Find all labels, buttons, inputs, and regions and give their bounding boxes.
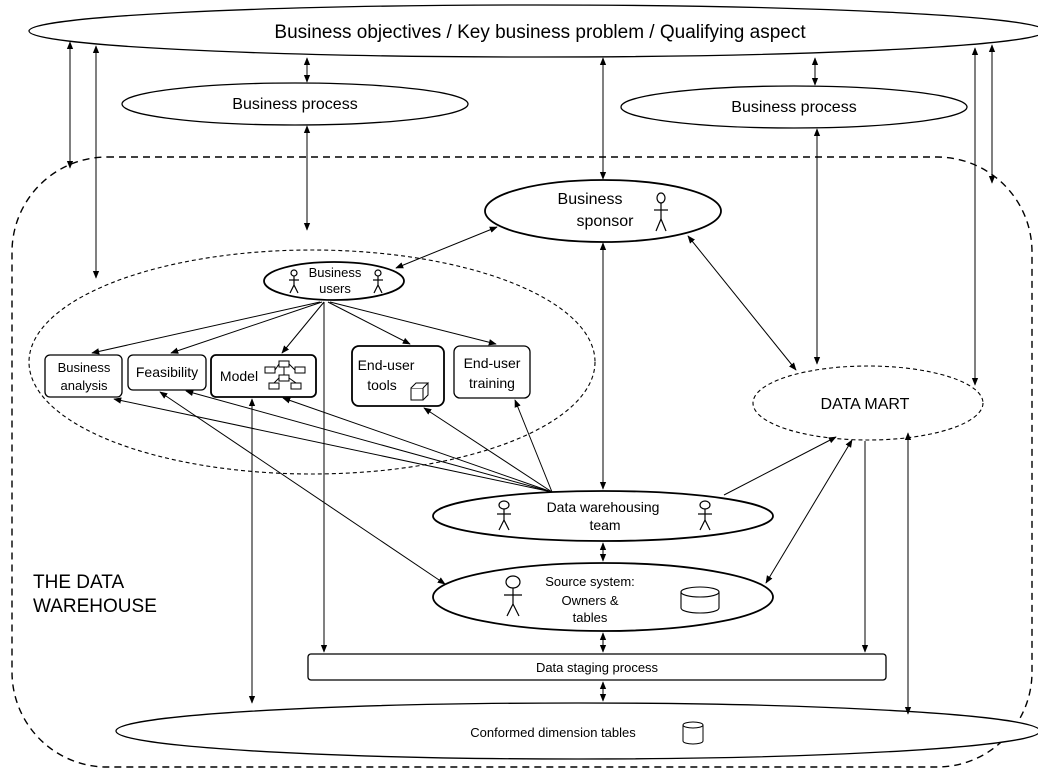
person-icon xyxy=(373,269,383,294)
connector-sponsor-data-mart xyxy=(687,235,797,371)
model-label: Model xyxy=(220,368,258,384)
source-system-label-2: Owners & xyxy=(561,593,618,608)
conformed-dimension-ellipse xyxy=(115,702,1038,760)
business-process-right-label: Business process xyxy=(731,99,856,116)
data-warehouse-boundary xyxy=(11,156,1033,768)
business-analysis-label-2: analysis xyxy=(61,378,108,393)
source-system-label-1: Source system: xyxy=(545,574,635,589)
person-icon xyxy=(497,500,511,531)
data-mart-label: DATA MART xyxy=(821,396,910,413)
connector-feasibility-source xyxy=(159,391,446,585)
business-process-right-ellipse xyxy=(620,85,968,129)
end-user-tools-label-2: tools xyxy=(367,377,397,393)
feasibility-box xyxy=(127,354,207,391)
connector-users-training xyxy=(329,301,497,346)
business-analysis-box xyxy=(44,354,123,398)
end-user-tools-label-1: End-user xyxy=(358,357,415,373)
person-icon xyxy=(654,192,668,232)
connector-users-tools xyxy=(327,301,411,345)
end-user-tools-box xyxy=(351,345,445,407)
business-process-left-label: Business process xyxy=(232,96,357,113)
connector-team-training xyxy=(514,399,553,493)
dw-team-label-2: team xyxy=(589,517,620,533)
business-users-ellipse xyxy=(263,261,405,301)
business-analysis-label-1: Business xyxy=(58,360,111,375)
connector-sponsor-users xyxy=(395,226,498,269)
business-users-label-1: Business xyxy=(309,265,362,280)
data-model-icon xyxy=(264,360,306,390)
connectors xyxy=(66,41,996,715)
connector-users-analysis xyxy=(91,301,321,355)
business-objectives-label: Business objectives / Key business probl… xyxy=(274,22,806,43)
connector-users-feasibility xyxy=(170,301,323,354)
data-staging-label: Data staging process xyxy=(536,660,659,675)
connector-source-data-mart xyxy=(765,439,853,584)
conformed-dimension-label: Conformed dimension tables xyxy=(470,725,636,740)
data-staging-box xyxy=(307,653,887,681)
source-system-label-3: tables xyxy=(573,610,608,625)
person-icon xyxy=(504,575,522,617)
database-icon xyxy=(682,721,704,745)
end-user-training-label-2: training xyxy=(469,375,515,391)
business-process-left-ellipse xyxy=(121,82,469,126)
connector-team-data-mart xyxy=(723,436,837,496)
database-icon xyxy=(680,586,720,614)
person-icon xyxy=(698,500,712,531)
business-users-label-2: users xyxy=(319,281,351,296)
business-sponsor-ellipse xyxy=(484,179,722,243)
connector-users-model xyxy=(281,301,325,354)
business-objectives-ellipse xyxy=(28,4,1038,58)
feasibility-label: Feasibility xyxy=(136,364,198,380)
dw-team-label-1: Data warehousing xyxy=(547,499,660,515)
business-sponsor-label-2: sponsor xyxy=(577,213,635,230)
end-user-training-box xyxy=(453,345,531,399)
business-sponsor-label-1: Business xyxy=(558,191,623,208)
end-user-training-label-1: End-user xyxy=(464,355,521,371)
warehouse-label-1: THE DATA xyxy=(33,572,124,593)
data-mart-ellipse xyxy=(752,365,984,441)
person-icon xyxy=(289,269,299,294)
warehouse-label-2: WAREHOUSE xyxy=(33,596,157,617)
